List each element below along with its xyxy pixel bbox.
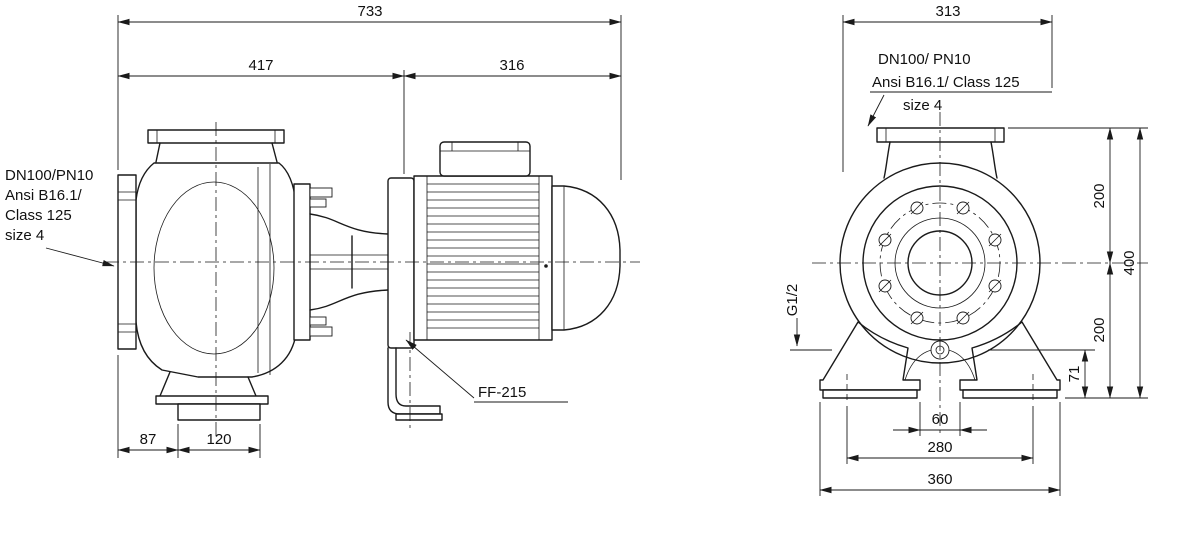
- suction-flange-holes: [118, 191, 136, 333]
- top-flange-holes: [885, 128, 996, 142]
- motor-rear-cap: [551, 185, 621, 331]
- side-flange-label-line2: Ansi B16.1/: [5, 187, 83, 204]
- flange-bolt: [956, 311, 970, 325]
- dim-text-pump: 417: [248, 57, 273, 74]
- extension-lines: [790, 15, 1148, 496]
- front-view: [812, 112, 1148, 436]
- terminal-box: [439, 141, 531, 177]
- dim-text-motor: 316: [499, 57, 524, 74]
- side-centerlines: [105, 122, 640, 436]
- top-flange: [876, 127, 1005, 143]
- motor-flange-plate: [387, 177, 415, 349]
- flange-bolt: [878, 233, 892, 247]
- flange-bolt: [956, 201, 970, 215]
- extension-lines: [117, 15, 622, 458]
- flange-bolts: [878, 201, 1002, 325]
- support-bracket: [387, 347, 441, 415]
- top-neck: [883, 141, 998, 179]
- dim-text-200-top: 200: [1091, 183, 1108, 208]
- dim-text-foot-length: 120: [206, 431, 231, 448]
- foot-right: [959, 321, 1061, 391]
- motor-fins: [427, 183, 539, 329]
- dim-text-280: 280: [927, 439, 952, 456]
- flange-bolt: [910, 311, 924, 325]
- foot-bolt-axes: [846, 374, 1034, 403]
- dim-text-foot-offset: 87: [140, 431, 157, 448]
- flange-bolt: [878, 279, 892, 293]
- dim-text-360: 360: [927, 471, 952, 488]
- frame-size-leader: [405, 339, 475, 399]
- side-flange-label-line3: Class 125: [5, 207, 72, 224]
- motor-drain-dot: [544, 264, 548, 268]
- volute-contour: [153, 181, 275, 355]
- casing-joint-lines: [257, 164, 271, 375]
- foot-pad-left: [822, 389, 918, 399]
- support-bracket-pad: [395, 413, 443, 421]
- terminal-box-lid: [440, 142, 530, 152]
- side-flange-label-line4: size 4: [5, 227, 44, 244]
- flange-bolt: [988, 279, 1002, 293]
- discharge-neck: [155, 142, 278, 163]
- flange-bolt: [988, 233, 1002, 247]
- cover-bolts: [309, 187, 333, 337]
- front-flange-leader: [867, 94, 885, 127]
- dim-text-overall: 733: [357, 3, 382, 20]
- frame-size-label: FF-215: [478, 384, 526, 401]
- front-flange-label-line3: size 4: [903, 97, 942, 114]
- side-dimensions: 733 417 316 87 120 DN100/PN10 Ansi B16.1…: [5, 3, 622, 458]
- side-view: [105, 122, 640, 436]
- pump-foot-pad: [177, 403, 261, 421]
- dim-text-400: 400: [1121, 250, 1138, 275]
- foot-left: [819, 321, 921, 391]
- dim-text-width: 313: [935, 3, 960, 20]
- lantern-bracket: [309, 213, 389, 311]
- side-flange-label-line1: DN100/PN10: [5, 167, 93, 184]
- pump-foot-plate: [155, 395, 269, 405]
- foot-pad-right: [962, 389, 1058, 399]
- front-centerlines: [812, 112, 1148, 436]
- flange-bolt: [910, 201, 924, 215]
- dim-text-71: 71: [1066, 366, 1083, 383]
- discharge-flange-holes: [156, 130, 276, 143]
- pump-foot-flares: [159, 371, 257, 397]
- dim-text-200-bottom: 200: [1091, 317, 1108, 342]
- dim-text-60: 60: [932, 411, 949, 428]
- front-flange-label-line2: Ansi B16.1/ Class 125: [872, 74, 1020, 91]
- front-flange-label-line1: DN100/ PN10: [878, 51, 971, 68]
- motor-end-rings: [426, 176, 540, 340]
- volute-casing: [135, 162, 297, 378]
- side-flange-leader: [45, 247, 115, 267]
- front-dimensions: 313 200 200 400 71 60 280 360 DN100/ PN1…: [784, 3, 1148, 496]
- motor-body: [413, 175, 553, 341]
- drain-port-label: G1/2: [784, 284, 801, 317]
